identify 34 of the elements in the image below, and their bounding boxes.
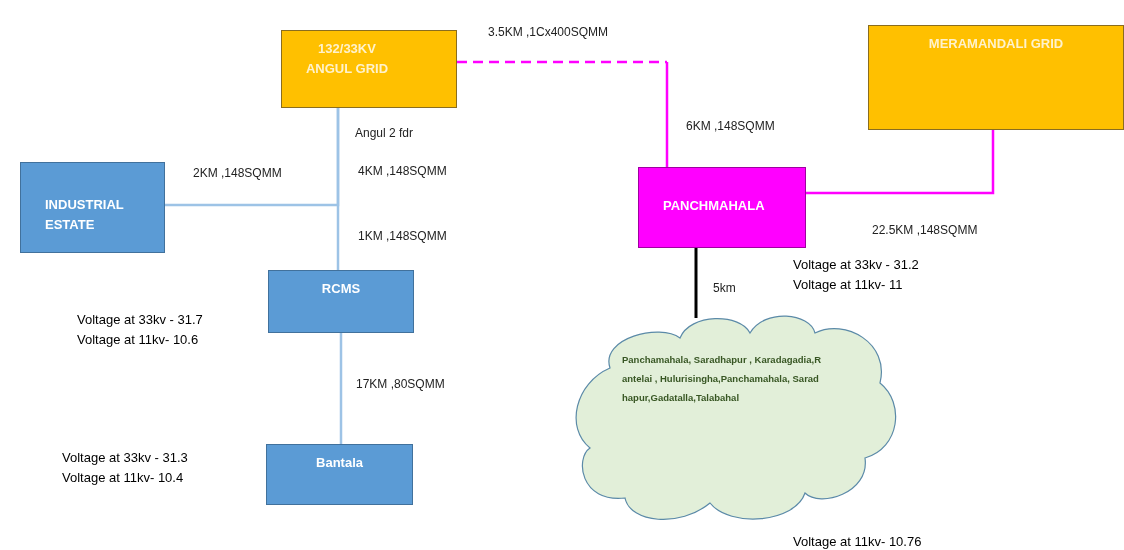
node-label: 132/33KV ANGUL GRID (304, 40, 390, 78)
cable-spec: 5km (713, 280, 736, 296)
power-line (336, 108, 340, 270)
power-line (457, 60, 669, 167)
node-label: RCMS (320, 280, 362, 298)
voltage-note: Voltage at 11kv- 10.6 (77, 331, 199, 349)
node-label: Bantala (315, 454, 364, 472)
cable-spec: 2KM ,148SQMM (193, 165, 282, 181)
cable-spec: 17KM ,80SQMM (356, 376, 445, 392)
voltage-note: Voltage at 11kv- 11 (793, 276, 903, 294)
node-label: INDUSTRIAL ESTATE (44, 196, 125, 234)
cable-spec: Angul 2 fdr (355, 125, 414, 141)
cable-spec: 1KM ,148SQMM (358, 228, 447, 244)
voltage-note: Voltage at 11kv- 10.4 (62, 469, 184, 487)
cable-spec: 4KM ,148SQMM (358, 163, 447, 179)
village-list: Panchamahala, Saradhapur , Karadagadia,Rantelai , Hulurisingha,Panchamahala, Saradhapur,Gadatalla,Talabahal (622, 350, 822, 407)
voltage-note: Voltage at 33kv - 31.7 (77, 311, 203, 329)
voltage-note: Voltage at 33kv - 31.2 (793, 256, 919, 274)
substation-box (266, 444, 413, 505)
node-label: MERAMANDALI GRID (927, 35, 1065, 53)
substation-box (281, 30, 457, 108)
cable-spec: 3.5KM ,1Cx400SQMM (488, 24, 609, 40)
power-line (339, 333, 343, 444)
node-label: PANCHMAHALA (662, 197, 766, 215)
substation-box (868, 25, 1124, 130)
substation-box (268, 270, 414, 333)
substation-box (638, 167, 806, 248)
cable-spec: 6KM ,148SQMM (686, 118, 775, 134)
power-line (694, 248, 698, 318)
power-line (806, 130, 995, 195)
cable-spec: 22.5KM ,148SQMM (872, 222, 978, 238)
voltage-note: Voltage at 11kv- 10.76 (793, 533, 922, 550)
voltage-note: Voltage at 33kv - 31.3 (62, 449, 188, 467)
substation-box (20, 162, 165, 253)
